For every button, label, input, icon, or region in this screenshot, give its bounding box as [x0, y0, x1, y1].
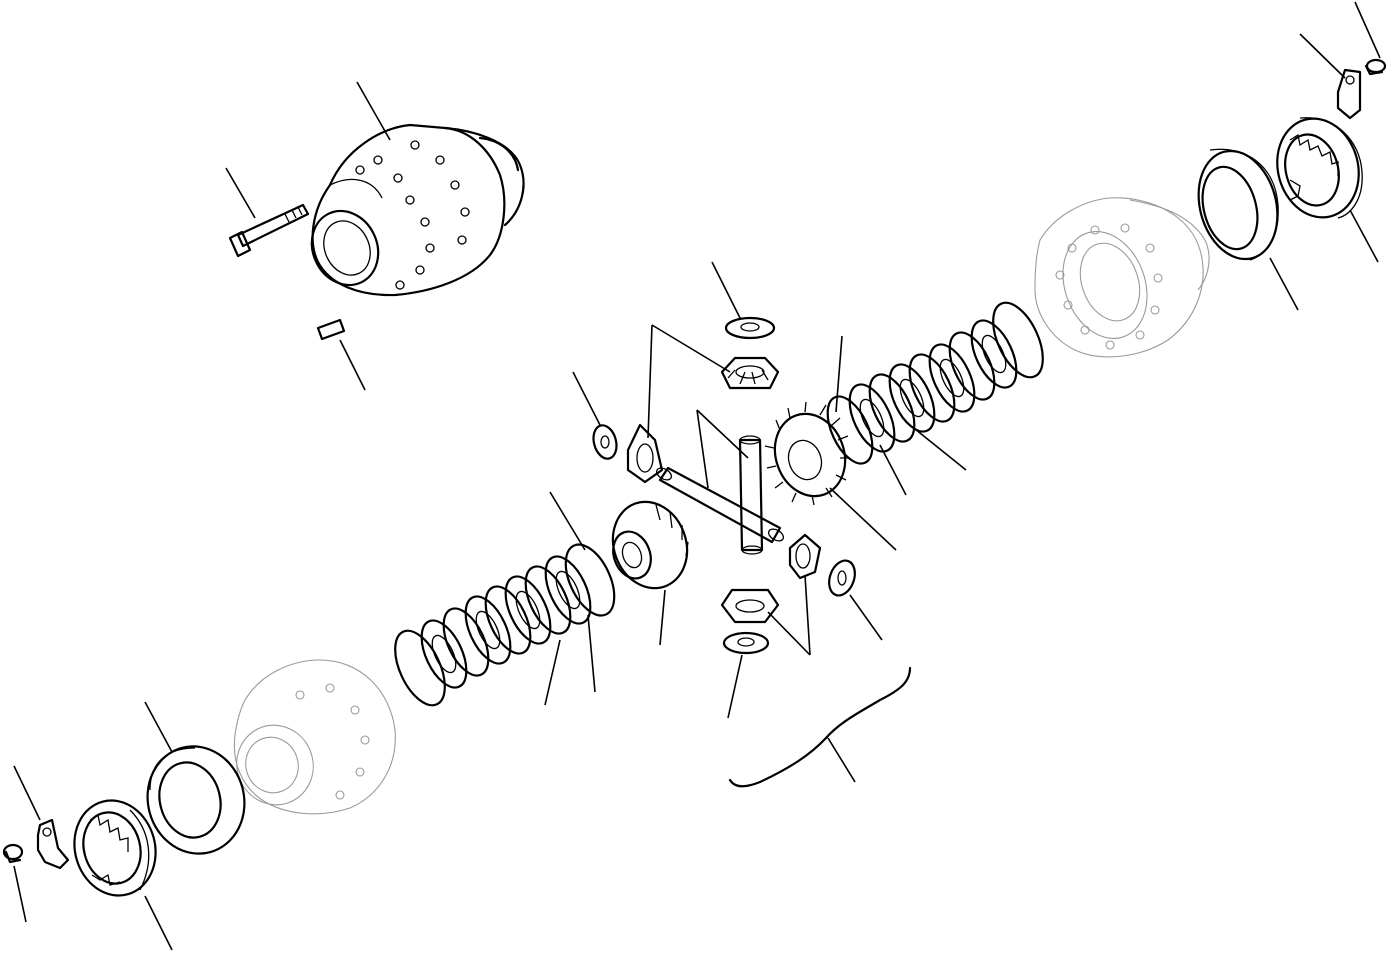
cross-shaft [655, 466, 785, 544]
clutch-pack-left [394, 543, 616, 707]
leader-clutch-left-a [549, 491, 586, 551]
leader-clutch-left-b [544, 639, 561, 706]
leader-side-gear-right [829, 487, 897, 551]
pinion-gear-left [626, 423, 664, 484]
lock-bolt-left [2, 843, 24, 864]
case-half-right-phantom [1034, 197, 1210, 358]
leader-shaft-pins [696, 409, 749, 489]
case-bolt [228, 203, 310, 258]
leader-pinion-set [827, 737, 856, 783]
leader-clutch-right-b [879, 444, 907, 496]
leader-bearing-right [1269, 257, 1299, 311]
leader-clutch-right-a [835, 335, 843, 413]
side-gear-left [611, 500, 689, 590]
short-pin [738, 435, 764, 555]
leader-bearing-left [144, 701, 173, 753]
leader-washer-right [849, 594, 883, 641]
bearing-left [146, 745, 246, 855]
leader-case-bolt [225, 167, 256, 219]
leader-differential-case [356, 81, 391, 141]
leader-clutch-left-c [587, 614, 596, 693]
leader-dowel-pin [339, 339, 366, 391]
leader-pinion-pair [767, 574, 811, 656]
leader-washer-top [711, 261, 741, 319]
leader-lock-plate-right [1299, 33, 1346, 79]
pinion-set-bracket [647, 324, 731, 439]
leader-washer-left [572, 371, 601, 426]
leader-adjusting-ring-right [1349, 209, 1379, 263]
side-gear-right [764, 401, 850, 506]
lock-plate-left [36, 818, 70, 870]
leader-adjusting-ring-left [144, 895, 173, 951]
leader-lock-bolt-right [1354, 1, 1381, 59]
pinion-gear-right [788, 533, 822, 580]
adjusting-ring-right [1276, 117, 1363, 219]
lock-plate-right [1336, 68, 1362, 120]
lock-bolt-right [1364, 58, 1387, 76]
bearing-right [1197, 148, 1279, 261]
leader-clutch-right-c [909, 424, 967, 471]
adjusting-ring-left [73, 799, 157, 897]
thrust-washer-top [724, 316, 776, 340]
leader-side-gear-left [659, 589, 666, 646]
thrust-washer-right [828, 559, 856, 597]
dowel-pin [316, 318, 346, 341]
leader-washer-bottom [727, 654, 743, 719]
pinion-set-brace [728, 666, 912, 788]
leader-lock-plate-left [13, 765, 41, 821]
case-half-left-phantom [233, 659, 396, 815]
pinion-gear-top [720, 356, 780, 390]
thrust-washer-left [592, 424, 618, 460]
pinion-gear-bottom [720, 588, 780, 624]
leader-lock-bolt-left [13, 865, 27, 923]
thrust-washer-bottom [722, 631, 770, 655]
differential-case [310, 123, 525, 297]
clutch-pack-right [826, 301, 1044, 465]
